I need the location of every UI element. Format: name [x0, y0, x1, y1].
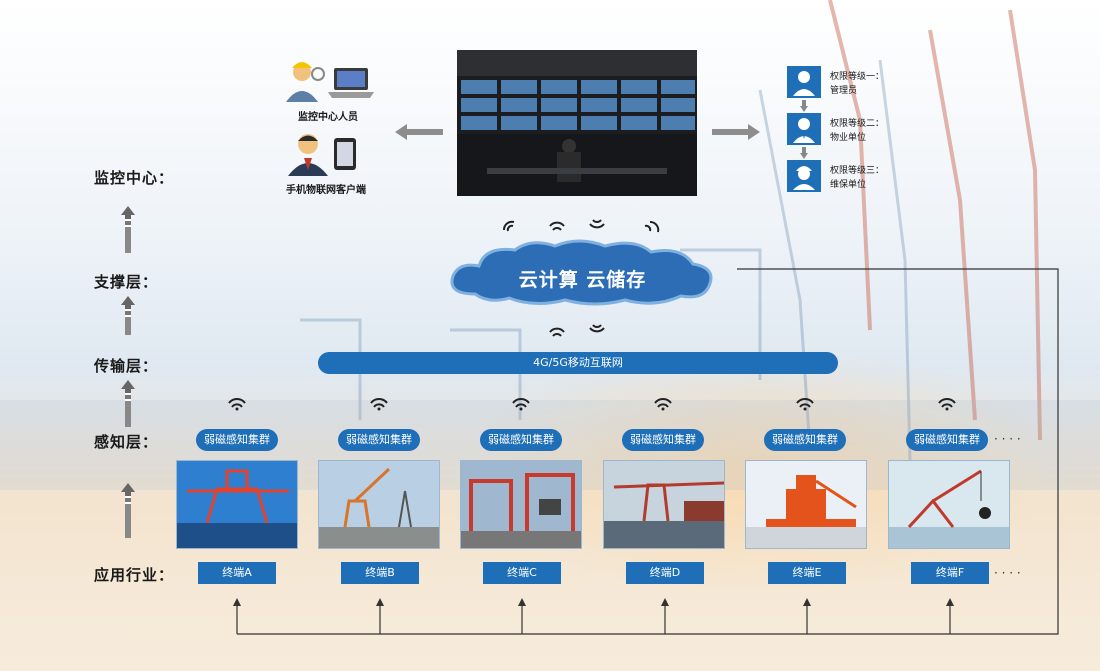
- mobile-client-label: 手机物联网客户端: [286, 185, 366, 196]
- up-arrow-icon: [121, 483, 135, 538]
- up-arrow-icon: [121, 380, 135, 427]
- layer-label-monitor: 监控中心：: [94, 169, 175, 187]
- permission-level-1: 权限等级一： 管理员: [830, 70, 884, 98]
- mobile-client-icon: [288, 134, 356, 176]
- network-bar: 4G/5G移动互联网: [318, 352, 838, 374]
- equipment-photo-b: [318, 460, 440, 549]
- cloud-downlink-wifi-icons: [549, 324, 605, 337]
- permission-level-3-title: 权限等级三：: [830, 166, 885, 176]
- permission-level-2-title: 权限等级二：: [830, 119, 885, 129]
- permission-level-3-role: 维保单位: [830, 180, 867, 190]
- terminal-f: 终端F: [911, 562, 989, 584]
- layer-label-support: 支撑层：: [94, 273, 159, 291]
- equipment-photo-e: [745, 460, 867, 549]
- sensor-cluster-ellipsis: · · · ·: [994, 432, 1021, 446]
- layer-label-transport: 传输层：: [94, 357, 159, 375]
- layer-label-sensing: 感知层：: [94, 433, 159, 451]
- left-arrow-icon: [395, 124, 443, 140]
- cloud-upload-wifi-icons: [503, 219, 660, 233]
- equipment-photo-c: [460, 460, 582, 549]
- terminal-e: 终端E: [768, 562, 846, 584]
- permission-level-3: 权限等级三： 维保单位: [830, 164, 884, 192]
- terminal-b: 终端B: [341, 562, 419, 584]
- equipment-photo-a: [176, 460, 298, 549]
- sensor-cluster-a: 弱磁感知集群: [196, 429, 278, 451]
- terminal-a: 终端A: [198, 562, 276, 584]
- sensor-cluster-e: 弱磁感知集群: [764, 429, 846, 451]
- permission-level-2: 权限等级二： 物业单位: [830, 117, 884, 145]
- sensor-cluster-b: 弱磁感知集群: [338, 429, 420, 451]
- permission-level-1-title: 权限等级一：: [830, 72, 885, 82]
- equipment-photo-f: [888, 460, 1010, 549]
- terminal-d: 终端D: [626, 562, 704, 584]
- up-arrow-icon: [121, 296, 135, 335]
- maintenance-user-icon: [787, 160, 821, 192]
- sensor-wifi-icons: [228, 398, 956, 411]
- terminal-ellipsis: · · · ·: [994, 566, 1021, 580]
- sensor-cluster-f: 弱磁感知集群: [906, 429, 988, 451]
- layer-label-application: 应用行业：: [94, 566, 175, 584]
- property-user-icon: [787, 113, 821, 145]
- cloud-label: 云计算 云储存: [518, 269, 647, 291]
- admin-user-icon: [787, 66, 821, 98]
- up-arrow-icon: [121, 206, 135, 253]
- sensor-cluster-c: 弱磁感知集群: [480, 429, 562, 451]
- staff-label: 监控中心人员: [298, 112, 358, 123]
- permission-level-1-role: 管理员: [830, 86, 858, 96]
- down-arrow-icon: [800, 147, 808, 159]
- staff-laptop-icon: [286, 62, 374, 102]
- terminal-c: 终端C: [483, 562, 561, 584]
- down-arrow-icon: [800, 100, 808, 112]
- permission-level-2-role: 物业单位: [830, 133, 867, 143]
- equipment-photo-d: [603, 460, 725, 549]
- monitoring-room-photo: [457, 50, 697, 196]
- right-arrow-icon: [712, 124, 760, 140]
- sensor-cluster-d: 弱磁感知集群: [622, 429, 704, 451]
- cloud-shape: [450, 239, 713, 306]
